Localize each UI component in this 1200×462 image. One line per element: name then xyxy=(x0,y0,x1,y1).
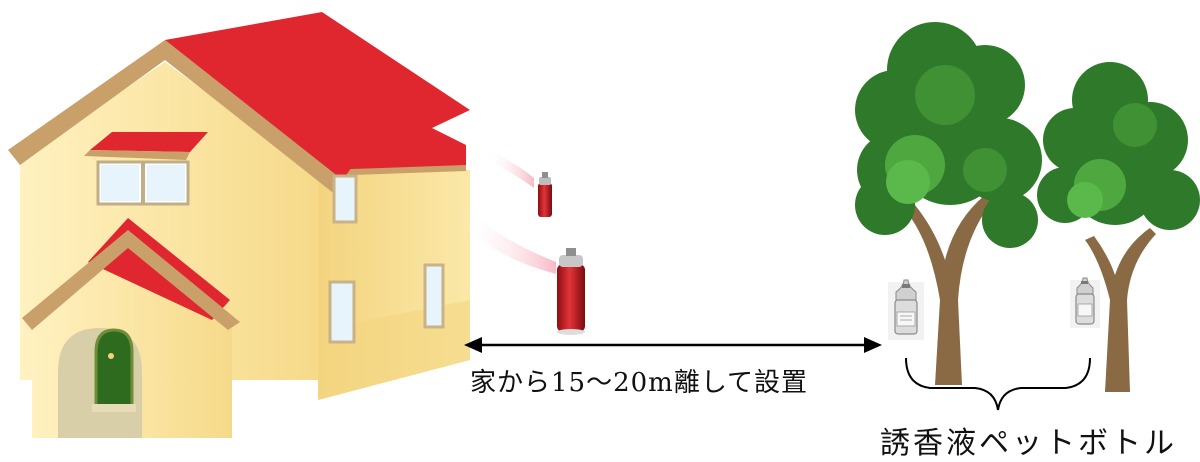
pet-bottle-right xyxy=(1070,277,1100,328)
tree-right-canopy xyxy=(1037,62,1200,230)
spray-can-large xyxy=(462,205,585,335)
tree-left xyxy=(855,22,1042,385)
pet-bottle-left xyxy=(888,279,924,340)
tree-right xyxy=(1037,62,1200,392)
window-awning xyxy=(90,132,208,152)
house-main-roof xyxy=(165,12,470,182)
front-door xyxy=(94,328,134,408)
house xyxy=(8,12,470,438)
spray-can-small xyxy=(486,150,552,217)
side-window-right xyxy=(423,263,445,329)
bottle-brace xyxy=(905,357,1091,411)
distance-arrow xyxy=(464,337,882,353)
tree-left-canopy xyxy=(855,22,1042,248)
roof-trim xyxy=(8,40,345,192)
tree-right-trunk xyxy=(1085,228,1156,392)
side-window-mid xyxy=(328,280,356,344)
door-knob xyxy=(108,353,114,359)
bottle-label: 誘香液ペットボトル xyxy=(880,426,1177,461)
side-window-upper xyxy=(332,174,358,224)
tree-left-trunk xyxy=(905,195,992,385)
distance-label: 家から15～20m離して設置 xyxy=(470,368,809,398)
